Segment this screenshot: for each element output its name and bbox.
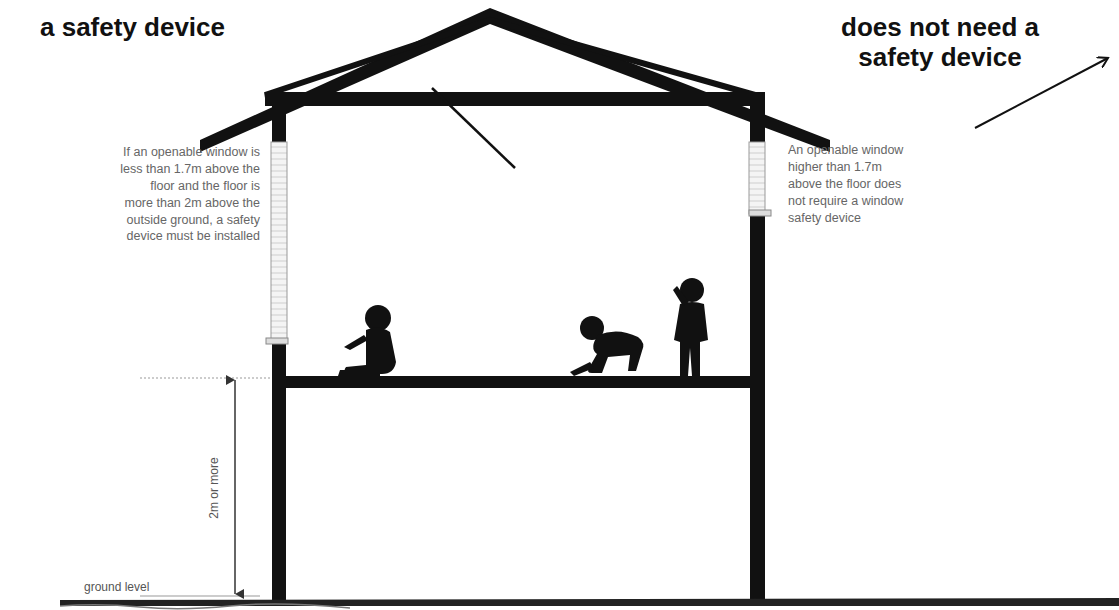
ground-label: ground level <box>84 580 149 594</box>
high-window <box>749 142 765 214</box>
window-sill <box>749 210 771 216</box>
dimension-extension <box>140 378 270 379</box>
child-crawling <box>570 316 643 376</box>
title-text: does not need a safety device <box>840 13 1040 73</box>
ground-texture <box>60 604 350 609</box>
child-standing <box>673 278 708 376</box>
low-window <box>271 142 287 342</box>
ceiling-beam <box>265 92 765 106</box>
title-text: a safety device <box>40 13 300 43</box>
upper-floor <box>280 376 755 388</box>
right-wall <box>750 100 765 600</box>
roof <box>200 8 830 152</box>
child-sitting <box>338 305 396 376</box>
note-text: If an openable window is less than 1.7m … <box>120 144 260 245</box>
note-text: An openable window higher than 1.7m abov… <box>788 142 918 226</box>
window-sill <box>266 338 288 344</box>
pointer-line <box>432 88 515 168</box>
dimension-extension <box>140 596 260 597</box>
left-wall <box>272 100 286 600</box>
dimension-line <box>234 380 236 594</box>
ground-line <box>60 598 1119 606</box>
roof-truss <box>265 20 755 95</box>
dimension-label: 2m or more <box>207 455 221 520</box>
